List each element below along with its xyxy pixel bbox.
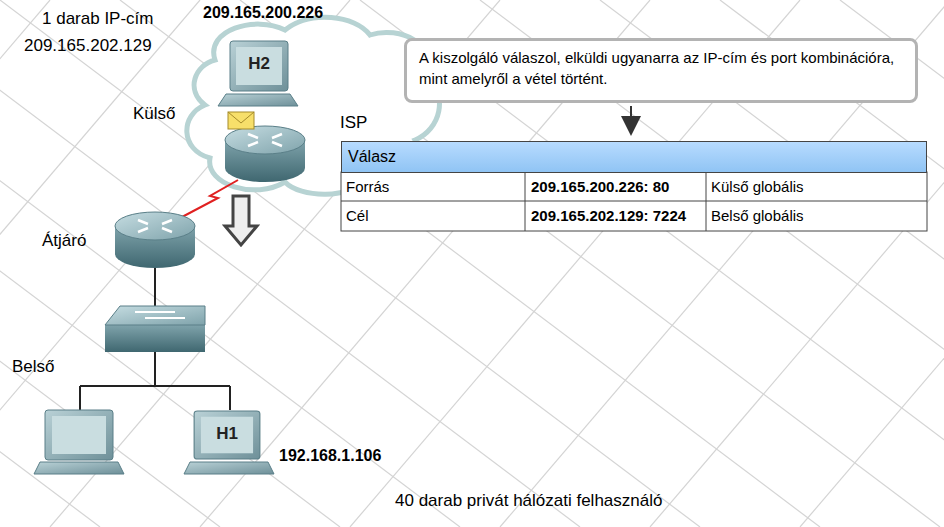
node-text: Válasz (348, 148, 920, 166)
switch (105, 306, 205, 352)
keyboard (218, 94, 298, 106)
table-cell: Külső globális (711, 178, 804, 196)
lan-wires (80, 268, 230, 410)
ip-address: 209.165.202.129 (24, 36, 152, 56)
device-label: Átjáró (42, 231, 86, 251)
table-header: Válasz (341, 141, 927, 173)
note: 40 darab privát hálózati felhasználó (395, 491, 662, 511)
table-cell: 209.165.200.226: 80 (531, 178, 669, 196)
computer-label: H2 (229, 40, 289, 74)
computer (34, 410, 124, 474)
table-cell: Belső globális (711, 207, 804, 225)
computer: H1 (193, 410, 261, 460)
keyboard (184, 462, 274, 474)
table-cell: 209.165.202.129: 7224 (531, 207, 686, 225)
computer-label: H1 (193, 410, 261, 444)
table-grid (341, 172, 927, 231)
direction-arrow (225, 196, 257, 245)
serial-link (182, 180, 238, 217)
gateway-router (115, 212, 195, 268)
callout-box: A kiszolgáló válaszol, elküldi ugyanarra… (404, 38, 918, 103)
zone-label: Külső (133, 104, 176, 124)
computer: H2 (229, 40, 289, 92)
zone-label: ISP (340, 113, 367, 133)
packet-envelope (228, 112, 254, 129)
zone-label: Belső (12, 357, 55, 377)
isp-router (225, 126, 305, 182)
node-text: A kiszolgáló válaszol, elküldi ugyanarra… (419, 47, 903, 89)
table-cell: Cél (346, 207, 369, 225)
callout-pointer (630, 106, 632, 126)
ip-address: 209.165.200.226 (203, 3, 323, 23)
table-cell: Forrás (346, 178, 389, 196)
ip-address: 192.168.1.106 (279, 446, 381, 466)
ip-count: 1 darab IP-cím (42, 9, 154, 29)
